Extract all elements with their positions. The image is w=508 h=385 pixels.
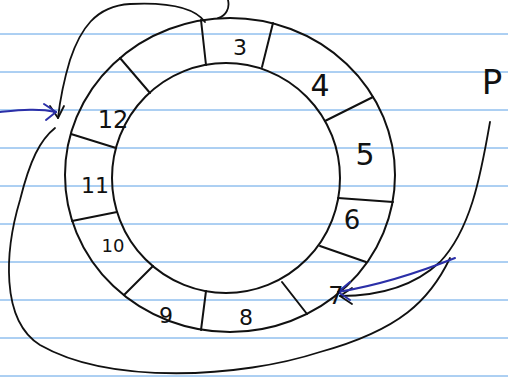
segment-number: 4: [310, 71, 329, 101]
blue-arrows: [0, 104, 455, 300]
segment-number: 3: [233, 37, 247, 59]
segment-number: 5: [355, 140, 374, 170]
segment-number: 11: [81, 175, 109, 197]
segment-number: 12: [98, 108, 129, 132]
paper-rules: [0, 34, 508, 376]
point-label: P: [482, 65, 503, 99]
segment-number: 8: [239, 307, 253, 329]
segment-number: 10: [102, 237, 125, 255]
segment-number: 7: [328, 284, 343, 308]
segment-number: 9: [159, 305, 173, 327]
segment-number: 6: [344, 207, 361, 233]
flow-curves: [9, 0, 490, 373]
ring: [65, 18, 395, 332]
